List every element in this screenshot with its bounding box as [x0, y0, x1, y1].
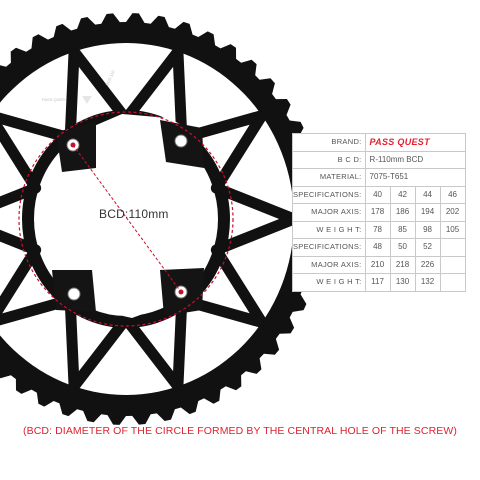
bcd-point-icon	[178, 289, 184, 295]
teeth-cell	[439, 238, 466, 257]
teeth-cell: 48	[364, 238, 391, 257]
weight-cell: 132	[414, 273, 441, 292]
engraving-bcd: BCD-110	[104, 69, 116, 86]
teeth-cell: 52	[414, 238, 441, 257]
weight-cell: 130	[389, 273, 416, 292]
mounting-tab-top-right	[160, 120, 204, 168]
spec-label: SPECIFICATIONS:	[292, 185, 366, 204]
bolt-hole-icon	[174, 134, 188, 148]
teeth-cell: 42	[389, 185, 416, 204]
weight-cell: 85	[389, 220, 416, 239]
major-axis-label: MAJOR AXIS:	[292, 255, 366, 274]
bcd-diameter-line	[72, 144, 182, 293]
axis-cell: 202	[439, 203, 466, 222]
table-row: SPECIFICATIONS: 40 42 44 46	[292, 185, 466, 204]
axis-cell: 194	[414, 203, 441, 222]
spec-table: BRAND: PASS QUEST B C D: R-110mm BCD MAT…	[292, 133, 466, 292]
brand-value: PASS QUEST	[364, 133, 466, 152]
engraving-brand: PASS QUEST	[42, 97, 68, 102]
bcd-row-label: B C D:	[292, 150, 366, 169]
teeth-cell: 50	[389, 238, 416, 257]
axis-cell: 218	[389, 255, 416, 274]
table-row: MAJOR AXIS: 210 218 226	[292, 255, 466, 274]
weight-cell: 105	[439, 220, 466, 239]
axis-cell	[439, 255, 466, 274]
logo-mark-icon	[82, 96, 92, 104]
bcd-point-icon	[70, 142, 76, 148]
axis-cell: 210	[364, 255, 391, 274]
table-row: B C D: R-110mm BCD	[292, 150, 466, 169]
bcd-dimension-label: BCD:110mm	[99, 207, 169, 221]
teeth-cell: 46	[439, 185, 466, 204]
table-row: MAJOR AXIS: 178 186 194 202	[292, 203, 466, 222]
table-row: SPECIFICATIONS: 48 50 52	[292, 238, 466, 257]
major-axis-label: MAJOR AXIS:	[292, 203, 366, 222]
bcd-row-value: R-110mm BCD	[364, 150, 466, 169]
material-value: 7075-T651	[364, 168, 466, 187]
axis-cell: 186	[389, 203, 416, 222]
bcd-footnote: (BCD: DIAMETER OF THE CIRCLE FORMED BY T…	[23, 425, 457, 437]
bcd-circle	[18, 111, 234, 327]
teeth-cell: 40	[364, 185, 391, 204]
accent-stripe	[5, 87, 49, 115]
weight-label: W E I G H T:	[292, 273, 366, 292]
weight-cell: 117	[364, 273, 391, 292]
spec-label: SPECIFICATIONS:	[292, 238, 366, 257]
weight-cell: 78	[364, 220, 391, 239]
weight-cell	[439, 273, 466, 292]
axis-cell: 178	[364, 203, 391, 222]
table-row: MATERIAL: 7075-T651	[292, 168, 466, 187]
mounting-tab-bottom-left	[52, 270, 96, 312]
weight-cell: 98	[414, 220, 441, 239]
material-label: MATERIAL:	[292, 168, 366, 187]
weight-label: W E I G H T:	[292, 220, 366, 239]
table-row: W E I G H T: 78 85 98 105	[292, 220, 466, 239]
axis-cell: 226	[414, 255, 441, 274]
teeth-cell: 44	[414, 185, 441, 204]
brand-label: BRAND:	[292, 133, 366, 152]
table-row: BRAND: PASS QUEST	[292, 133, 466, 152]
bolt-hole-icon	[67, 287, 81, 301]
table-row: W E I G H T: 117 130 132	[292, 273, 466, 292]
